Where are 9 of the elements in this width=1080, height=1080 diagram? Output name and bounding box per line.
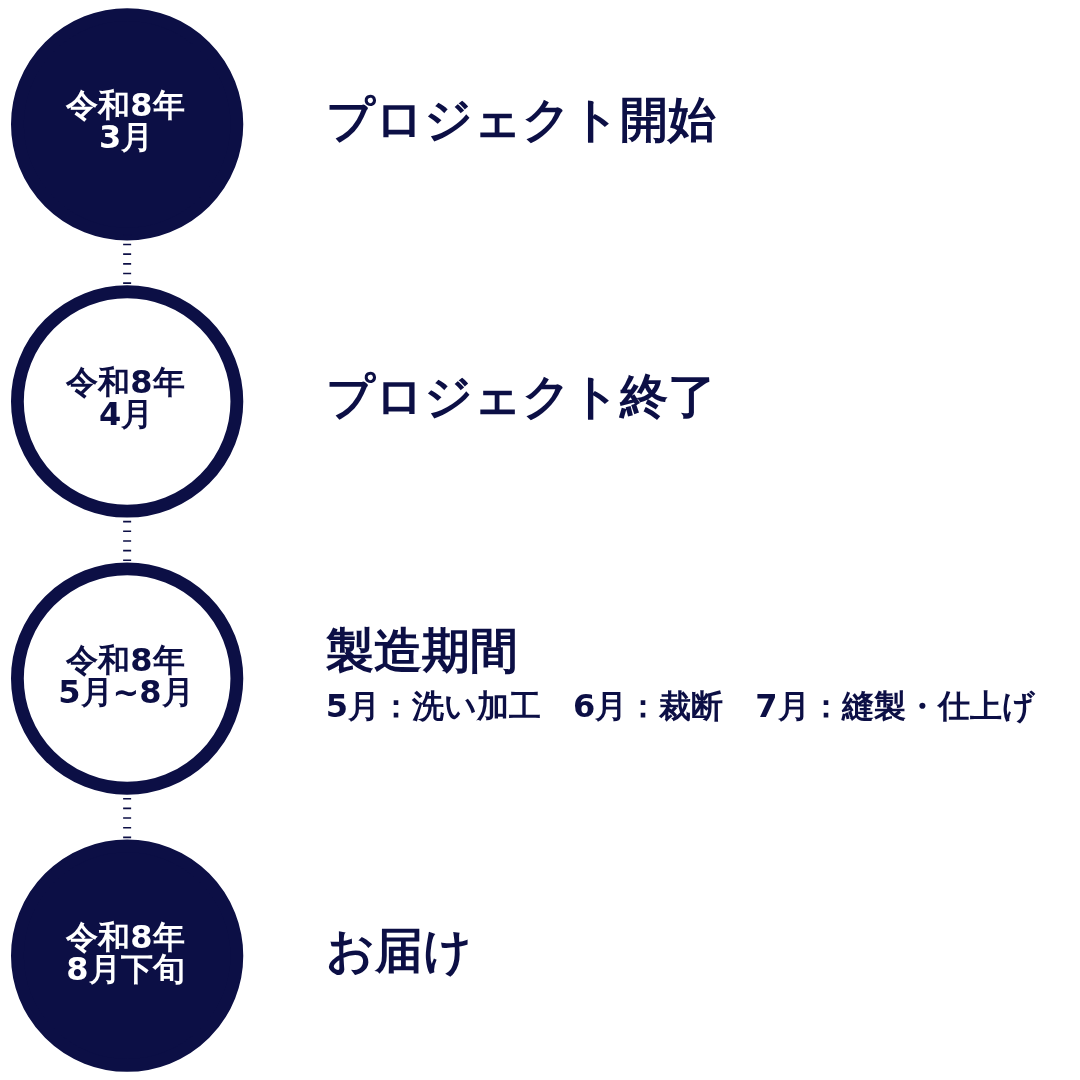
node-label: プロジェクト終了 [325,367,716,424]
node-label: お届け [325,921,472,978]
node-label: 製造期間 [325,622,518,679]
node-circle: 令和8年 4月 [11,285,244,518]
node-label: 5月：洗い加工 6月：裁断 7月：縫製・仕上げ [325,687,1035,725]
node-circle: 令和8年 8月下旬 [11,839,244,1072]
node-circle: 令和8年 5月~8月 [11,562,244,795]
node-label: プロジェクト開始 [325,90,716,147]
node-circle: 令和8年 3月 [11,8,244,241]
